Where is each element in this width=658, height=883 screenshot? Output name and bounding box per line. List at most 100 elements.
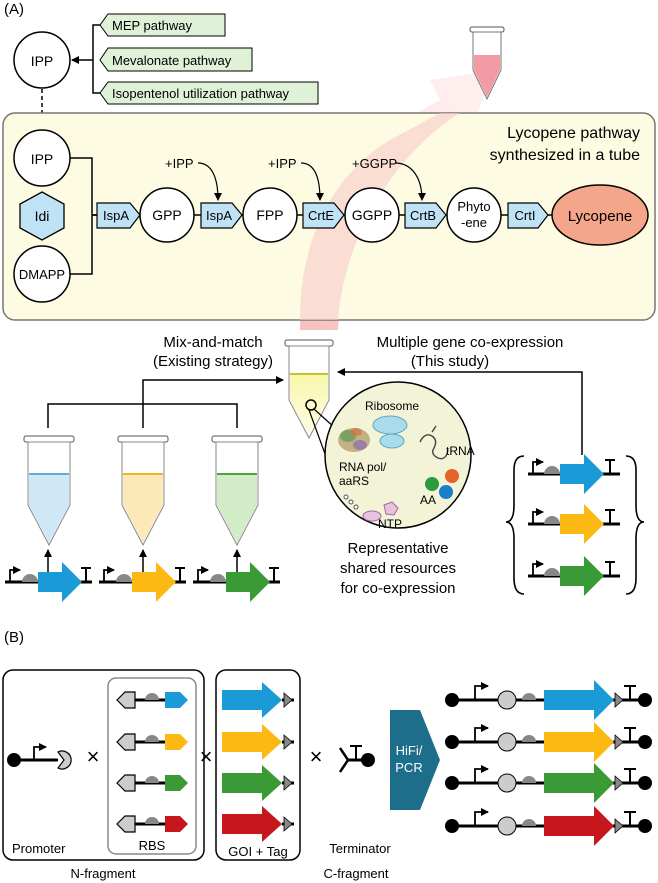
mix-label-2: (Existing strategy) — [153, 353, 273, 370]
idi-enzyme — [19, 191, 65, 241]
pathway-mep: MEP pathway — [99, 13, 226, 37]
pathway-isopentenol: Isopentenol utilization pathway — [99, 81, 319, 105]
tube-blue — [23, 435, 75, 547]
goi-box — [215, 669, 301, 861]
terminator-part — [338, 745, 375, 773]
times-2: × — [200, 744, 213, 769]
shared-label-2: shared resources — [340, 560, 456, 577]
svg-text:IspA: IspA — [103, 208, 129, 223]
mix-label-1: Mix-and-match — [163, 334, 262, 351]
enzyme-crtb: CrtB — [404, 202, 447, 229]
shared-resources-circle — [324, 381, 472, 529]
n-fragment-label: N-fragment — [70, 866, 135, 881]
input-ipp-1: +IPP — [165, 156, 194, 171]
idi-label: Idi — [35, 208, 50, 224]
aa-blue-icon — [439, 485, 453, 499]
gpp-label: GPP — [152, 207, 182, 223]
fpp-label: FPP — [256, 207, 283, 223]
trna-label: tRNA — [446, 444, 475, 458]
multi-construct-blue — [528, 454, 620, 494]
hifi-label-2: PCR — [395, 760, 422, 775]
shared-label-3: for co-expression — [340, 580, 455, 597]
svg-text:CrtB: CrtB — [410, 208, 436, 223]
goi-blue — [222, 682, 294, 718]
fpp-node — [242, 187, 298, 243]
svg-text:Mevalonate pathway: Mevalonate pathway — [112, 53, 232, 68]
input-ipp-2: +IPP — [268, 156, 297, 171]
goi-yellow — [222, 724, 294, 760]
svg-text:IspA: IspA — [206, 208, 232, 223]
lycopene-node — [551, 184, 649, 246]
goi-red — [222, 806, 294, 842]
assembled-red — [445, 806, 652, 846]
aa-green-icon — [425, 477, 439, 491]
rbs-fragment-yellow — [116, 733, 188, 751]
multi-construct-green — [528, 556, 620, 596]
right-brace — [625, 455, 645, 595]
rnapol-label-2: aaRS — [339, 474, 369, 488]
construct-yellow — [99, 562, 186, 602]
trna-icon — [419, 425, 449, 460]
ggpp-node — [344, 187, 400, 243]
enzyme-crte: CrtE — [302, 202, 345, 229]
gpp-node — [139, 187, 195, 243]
enzyme-ispa-1: IspA — [96, 202, 141, 229]
dmapp-label: DMAPP — [19, 267, 65, 282]
ribosome-icon — [372, 415, 408, 449]
rnapol-label-1: RNA pol/ — [339, 460, 387, 474]
times-1: × — [87, 744, 100, 769]
hifi-label-1: HiFi/ — [396, 743, 423, 758]
ntp-label: NTP — [378, 517, 402, 531]
phytoene-node — [446, 187, 502, 243]
phytoene-label-1: Phyto — [457, 199, 490, 214]
tube-yellow — [117, 435, 169, 547]
enzyme-ispa-2: IspA — [200, 202, 243, 229]
svg-text:Isopentenol utilization pathwa: Isopentenol utilization pathway — [112, 86, 290, 101]
ipp-top-label: IPP — [31, 53, 54, 69]
lycopene-label: Lycopene — [568, 208, 633, 225]
hifi-pcr-arrow — [390, 710, 440, 810]
multi-label-2: (This study) — [411, 353, 489, 370]
assembled-yellow — [445, 722, 652, 762]
terminator-label: Terminator — [329, 841, 391, 856]
rna-pol-icon — [338, 428, 370, 452]
panel-b-label: (B) — [4, 629, 24, 646]
promoter-label: Promoter — [12, 841, 66, 856]
assembled-blue — [445, 680, 652, 720]
rbs-fragment-green — [116, 774, 188, 792]
svg-text:CrtE: CrtE — [308, 208, 334, 223]
box-title-1: Lycopene pathway — [507, 125, 640, 142]
box-title-2: synthesized in a tube — [490, 147, 640, 164]
phytoene-label-2: -ene — [461, 215, 487, 230]
lycopene-tube — [469, 26, 505, 101]
promoter-part — [7, 743, 72, 770]
rbs-fragment-red — [116, 815, 188, 833]
svg-text:MEP pathway: MEP pathway — [112, 18, 192, 33]
rbs-box — [107, 677, 197, 855]
rbs-fragment-blue — [116, 691, 188, 709]
ribosome-label: Ribosome — [365, 399, 419, 413]
co-expression-tube — [284, 339, 334, 440]
multi-construct-yellow — [528, 504, 620, 544]
ipp-top-node — [13, 31, 71, 89]
rbs-label: RBS — [139, 838, 166, 853]
construct-blue — [5, 562, 92, 602]
input-ggpp: +GGPP — [352, 156, 397, 171]
assembled-green — [445, 763, 652, 803]
c-fragment-label: C-fragment — [323, 866, 388, 881]
goi-green — [222, 765, 294, 801]
shared-label-1: Representative — [348, 540, 449, 557]
tube-green — [211, 435, 263, 547]
multi-label-1: Multiple gene co-expression — [377, 334, 564, 351]
times-3: × — [310, 744, 323, 769]
ntp-icon — [343, 494, 399, 522]
ipp-label: IPP — [31, 151, 54, 167]
enzyme-crti: CrtI — [507, 202, 549, 229]
aa-orange-icon — [445, 469, 459, 483]
panel-a-label: (A) — [4, 1, 24, 18]
pathway-mevalonate: Mevalonate pathway — [99, 47, 253, 72]
construct-green — [193, 562, 280, 602]
svg-text:CrtI: CrtI — [515, 208, 536, 223]
ggpp-label: GGPP — [352, 207, 392, 223]
